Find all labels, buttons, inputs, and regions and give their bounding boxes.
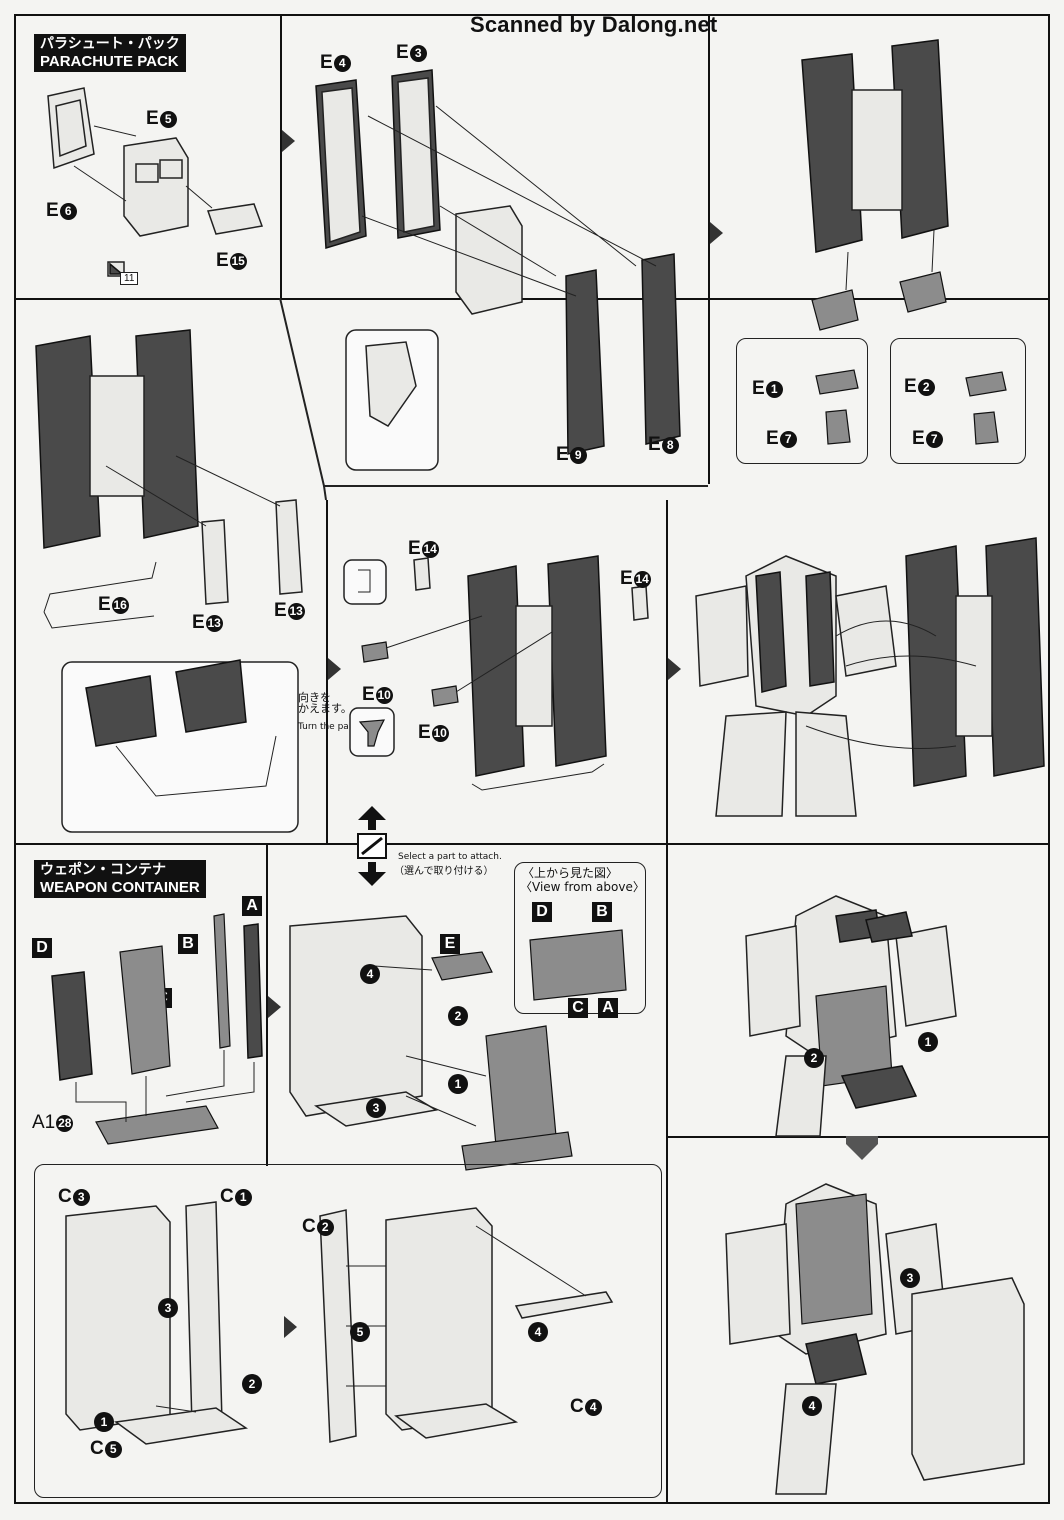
parachute-step1-diagram [47, 87, 264, 277]
divider [16, 843, 1050, 845]
turn-note-en: Turn the part. [298, 722, 359, 732]
flow-arrow [710, 222, 723, 244]
letter-e: E [440, 934, 460, 954]
flow-arrow [268, 996, 281, 1018]
weapon-container-title: ウェポン・コンテナ WEAPON CONTAINER [34, 860, 206, 898]
letter-d: D [32, 938, 52, 958]
parachute-step4-diagram [35, 329, 303, 833]
step-3c: 3 [900, 1268, 920, 1288]
step-1b: 1 [94, 1412, 114, 1432]
weapon-title-en: WEAPON CONTAINER [40, 879, 200, 896]
select-note-en: Select a part to attach. [398, 852, 502, 862]
divider [708, 16, 710, 484]
step-4b: 4 [528, 1322, 548, 1342]
flow-arrow [328, 658, 341, 680]
step-1c: 1 [918, 1032, 938, 1052]
step-4: 4 [360, 964, 380, 984]
letter-c-top: C [568, 998, 588, 1018]
weapon-step1-diagram [51, 913, 263, 1145]
select-note-jp: （選んで取り付ける） [394, 866, 494, 877]
view-en: 〈View from above〉 [520, 880, 645, 894]
step-2: 2 [448, 1006, 468, 1026]
step-3b: 3 [158, 1298, 178, 1318]
parachute-step6-diagram [695, 537, 1045, 817]
weapon-step5-diagram [725, 1183, 1025, 1495]
e1-detail-box [736, 338, 868, 464]
watermark: Scanned by Dalong.net [470, 12, 718, 37]
page-ref-box: 11 [120, 272, 139, 285]
down-arrow-icon [846, 1136, 878, 1160]
divider [16, 298, 1050, 300]
divider [666, 500, 668, 1504]
step-2c: 2 [804, 1048, 824, 1068]
step-4c: 4 [802, 1396, 822, 1416]
letter-b: B [178, 934, 198, 954]
step-1: 1 [448, 1074, 468, 1094]
divider [326, 500, 328, 843]
step-2b: 2 [242, 1374, 262, 1394]
step-5: 5 [350, 1322, 370, 1342]
flow-arrow [284, 1316, 297, 1338]
e2-detail-box [890, 338, 1026, 464]
slanted-divider [279, 297, 708, 501]
letter-a-top: A [598, 998, 618, 1018]
parachute-step3-diagram [801, 39, 949, 331]
divider [266, 843, 268, 1166]
select-arrow-icon [357, 806, 387, 886]
weapon-step2-diagram [289, 915, 627, 1171]
e1-e2-parts [815, 369, 1007, 445]
letter-b-top: B [592, 902, 612, 922]
turn-note-jp: 向きを かえます。 [298, 691, 352, 715]
parachute-title-jp: パラシュート・パック [40, 36, 180, 52]
weapon-title-jp: ウェポン・コンテナ [40, 862, 166, 878]
container-detail-box [34, 1164, 662, 1498]
letter-a: A [242, 896, 262, 916]
parachute-step5-diagram [343, 555, 649, 791]
weapon-step4-diagram [745, 895, 957, 1137]
flow-arrow [668, 658, 681, 680]
container-assembly-diagram [65, 1201, 614, 1445]
parachute-step2-diagram [315, 69, 681, 471]
view-jp: 〈上から見た図〉 [522, 866, 619, 880]
parachute-title-en: PARACHUTE PACK [40, 53, 179, 70]
letter-d-top: D [532, 902, 552, 922]
divider [280, 16, 282, 298]
flow-arrow [282, 130, 295, 152]
step-3: 3 [366, 1098, 386, 1118]
parachute-pack-title: パラシュート・パック PARACHUTE PACK [34, 34, 186, 72]
